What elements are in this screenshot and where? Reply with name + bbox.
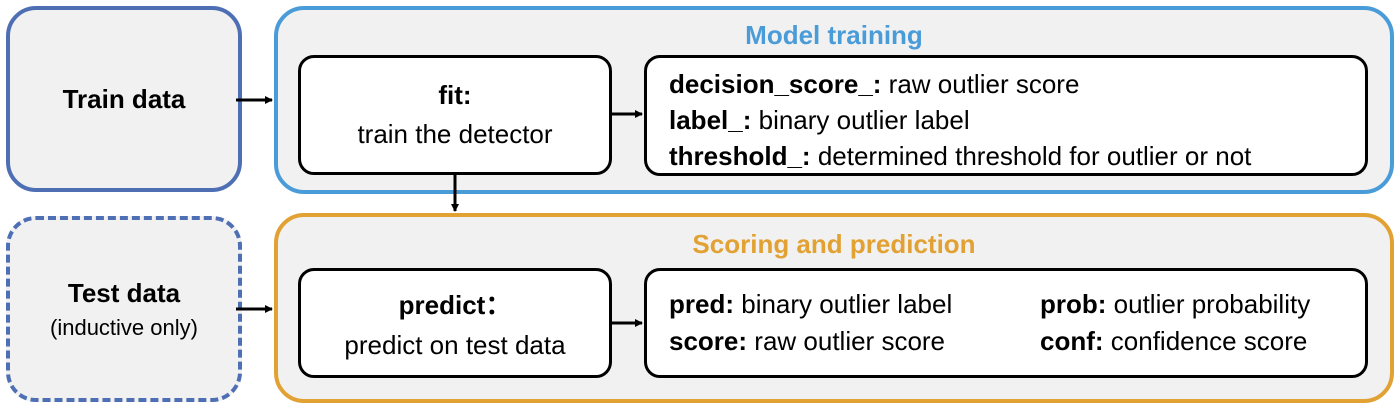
output-decision-score: decision_score_: raw outlier score xyxy=(669,66,1365,102)
attr-name: decision_score_: xyxy=(669,69,882,99)
attr-name: pred: xyxy=(669,289,734,319)
output-conf: conf: confidence score xyxy=(1040,326,1307,357)
attr-desc: raw outlier score xyxy=(888,69,1080,99)
test-data-sublabel: (inductive only) xyxy=(50,314,198,340)
attr-name: threshold_: xyxy=(669,141,811,171)
fit-description: train the detector xyxy=(357,119,553,149)
train-data-label: Train data xyxy=(62,83,186,114)
output-score: score: raw outlier score xyxy=(669,326,945,357)
fit-label: fit: xyxy=(438,80,472,110)
predict-label: predict： xyxy=(398,290,512,320)
attr-desc: confidence score xyxy=(1110,326,1308,356)
attr-name: label_: xyxy=(669,105,752,135)
test-data-label: Test data xyxy=(67,277,181,308)
output-pred: pred: binary outlier label xyxy=(669,289,952,320)
model-training-title: Model training xyxy=(745,20,923,50)
output-threshold: threshold_: determined threshold for out… xyxy=(669,138,1365,174)
attr-name: score: xyxy=(669,326,748,356)
output-prob: prob: outlier probability xyxy=(1040,289,1310,320)
training-outputs-box: decision_score_: raw outlier score label… xyxy=(644,55,1368,176)
scoring-prediction-title: Scoring and prediction xyxy=(692,229,976,259)
attr-name: conf: xyxy=(1040,326,1104,356)
attr-desc: outlier probability xyxy=(1113,289,1311,319)
test-data-box: Test data (inductive only) xyxy=(6,216,242,402)
attr-name: prob: xyxy=(1040,289,1107,319)
attr-desc: binary outlier label xyxy=(758,105,970,135)
attr-desc: raw outlier score xyxy=(754,326,946,356)
prediction-outputs-box: pred: binary outlier label score: raw ou… xyxy=(644,268,1368,378)
fit-box: fit: train the detector xyxy=(298,55,612,175)
attr-desc: determined threshold for outlier or not xyxy=(817,141,1252,171)
predict-box: predict： predict on test data xyxy=(298,268,612,378)
train-data-box: Train data xyxy=(6,6,242,192)
attr-desc: binary outlier label xyxy=(741,289,953,319)
predict-description: predict on test data xyxy=(344,330,566,360)
output-label: label_: binary outlier label xyxy=(669,102,1365,138)
